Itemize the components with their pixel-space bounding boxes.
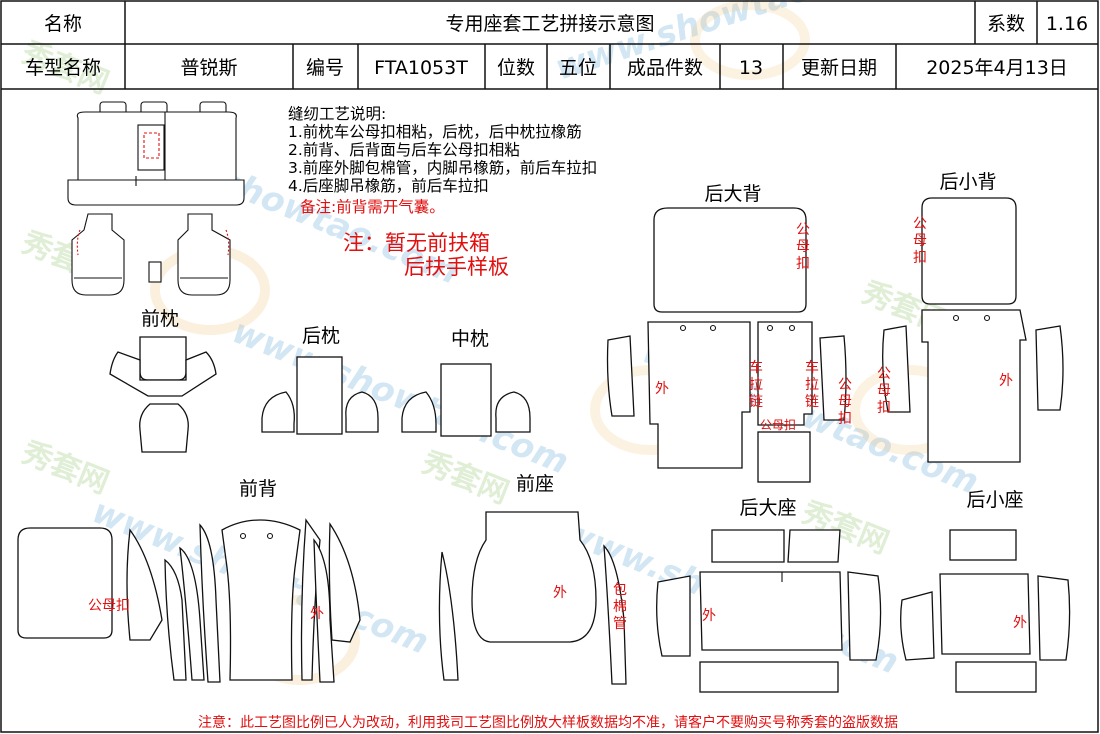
label-che-2: 车	[805, 359, 819, 376]
label-kou-2: 扣	[838, 411, 852, 427]
rear-big-seat-title: 后大座	[739, 497, 796, 519]
label-la-2: 拉	[805, 377, 819, 393]
note-line-1: 1.前枕车公母扣相粘，后枕，后中枕拉橡筋	[288, 123, 582, 141]
note-line-2: 2.前背、后背面与后车公母扣相粘	[288, 141, 520, 159]
footer-note: 注意：此工艺图比例已人为改动，利用我司工艺图比例放大样板数据均不准，请客户不要购…	[198, 714, 898, 731]
watermark-brand-3: 秀套网	[16, 435, 113, 502]
label-lian-1: 链	[749, 394, 763, 410]
label-la-1: 拉	[749, 377, 763, 393]
rear-big-back-labels: 外 公 母 扣 车 拉 链 车 拉 链 公母扣 公 母 扣	[655, 222, 852, 432]
label-wai-3: 外	[310, 606, 324, 622]
front-back-title: 前背	[239, 478, 277, 500]
note-line-3: 3.前座外脚包棉管，内脚吊橡筋，前后车拉扣	[288, 159, 597, 177]
label-wai-1: 外	[655, 381, 669, 397]
rear-big-seat-pieces	[656, 529, 882, 693]
label-gong-1: 公	[796, 222, 810, 238]
label-wai-5: 外	[702, 608, 716, 624]
front-back-labels: 公母扣 外	[88, 598, 324, 622]
middle-pillow-pieces	[401, 363, 531, 437]
model-label: 车型名称	[25, 57, 101, 79]
label-mu-1: 母	[796, 239, 810, 255]
front-pillow-pieces	[109, 336, 217, 453]
label-guan: 管	[613, 616, 627, 632]
rear-big-back-pieces	[606, 207, 847, 483]
name-label: 名称	[44, 13, 82, 35]
label-wai-2: 外	[999, 373, 1013, 389]
rear-small-seat-title: 后小座	[966, 489, 1023, 511]
update-label: 更新日期	[801, 57, 877, 79]
label-bao: 包	[613, 582, 627, 598]
seats-value: 五位	[559, 57, 597, 79]
label-mu-3: 母	[913, 233, 927, 249]
seats-label: 位数	[497, 57, 535, 79]
label-che-1: 车	[749, 359, 763, 376]
big-note-2: 后扶手样板	[404, 255, 509, 279]
pieces-value: 13	[739, 57, 763, 79]
label-mu-2: 母	[838, 394, 852, 410]
label-lian-2: 链	[805, 394, 819, 410]
label-gongmukou-1: 公母扣	[760, 418, 796, 432]
rear-pillow-title: 后枕	[302, 325, 340, 347]
front-seat-pieces	[438, 511, 627, 685]
label-kou-4: 扣	[877, 400, 891, 416]
coef-label: 系数	[987, 13, 1025, 35]
front-seat-labels: 外 包 棉 管	[553, 582, 627, 632]
front-pillow-title: 前枕	[141, 308, 179, 330]
code-label: 编号	[306, 57, 344, 79]
label-gong-3: 公	[913, 216, 927, 232]
section-titles: 前枕 后枕 中枕 后大背 后小背 前背 前座 后大座 后小座	[141, 171, 1024, 519]
rear-pillow-pieces	[261, 356, 379, 435]
notes-heading: 缝纫工艺说明:	[288, 105, 386, 123]
rear-small-back-title: 后小背	[939, 171, 996, 193]
rear-big-back-title: 后大背	[704, 183, 761, 205]
label-mian: 棉	[613, 598, 627, 615]
page-title: 专用座套工艺拼接示意图	[445, 13, 654, 35]
label-kou-3: 扣	[913, 250, 927, 266]
rear-small-back-labels: 公 母 扣 公 母 扣 外	[877, 216, 1013, 416]
label-kou-1: 扣	[796, 256, 810, 272]
big-note-1: 注：暂无前扶箱	[343, 231, 490, 255]
update-value: 2025年4月13日	[926, 57, 1068, 79]
label-gong-2: 公	[838, 377, 852, 393]
model-value: 普锐斯	[180, 57, 237, 79]
pieces-label: 成品件数	[627, 57, 703, 79]
seat-overview	[67, 101, 245, 296]
note-remark: 备注:前背需开气囊。	[300, 198, 445, 216]
coef-value: 1.16	[1046, 13, 1088, 35]
label-gong-4: 公	[877, 366, 891, 382]
rear-small-seat-pieces	[900, 529, 1071, 693]
note-line-4: 4.后座脚吊橡筋，前后车拉扣	[288, 177, 489, 195]
label-wai-6: 外	[1013, 615, 1027, 631]
front-seat-title: 前座	[516, 473, 554, 495]
label-wai-4: 外	[553, 585, 567, 601]
header-text: 名称 专用座套工艺拼接示意图 系数 1.16 车型名称 普锐斯 编号 FTA10…	[25, 13, 1088, 79]
code-value: FTA1053T	[374, 57, 468, 79]
rear-small-back-pieces	[882, 197, 1064, 463]
label-mu-4: 母	[877, 383, 891, 399]
front-back-pieces	[17, 518, 361, 683]
watermark-logo-5	[690, 0, 810, 80]
middle-pillow-title: 中枕	[451, 328, 489, 350]
label-gongmukou-2: 公母扣	[88, 598, 130, 614]
process-notes: 缝纫工艺说明: 1.前枕车公母扣相粘，后枕，后中枕拉橡筋 2.前背、后背面与后车…	[288, 105, 597, 216]
